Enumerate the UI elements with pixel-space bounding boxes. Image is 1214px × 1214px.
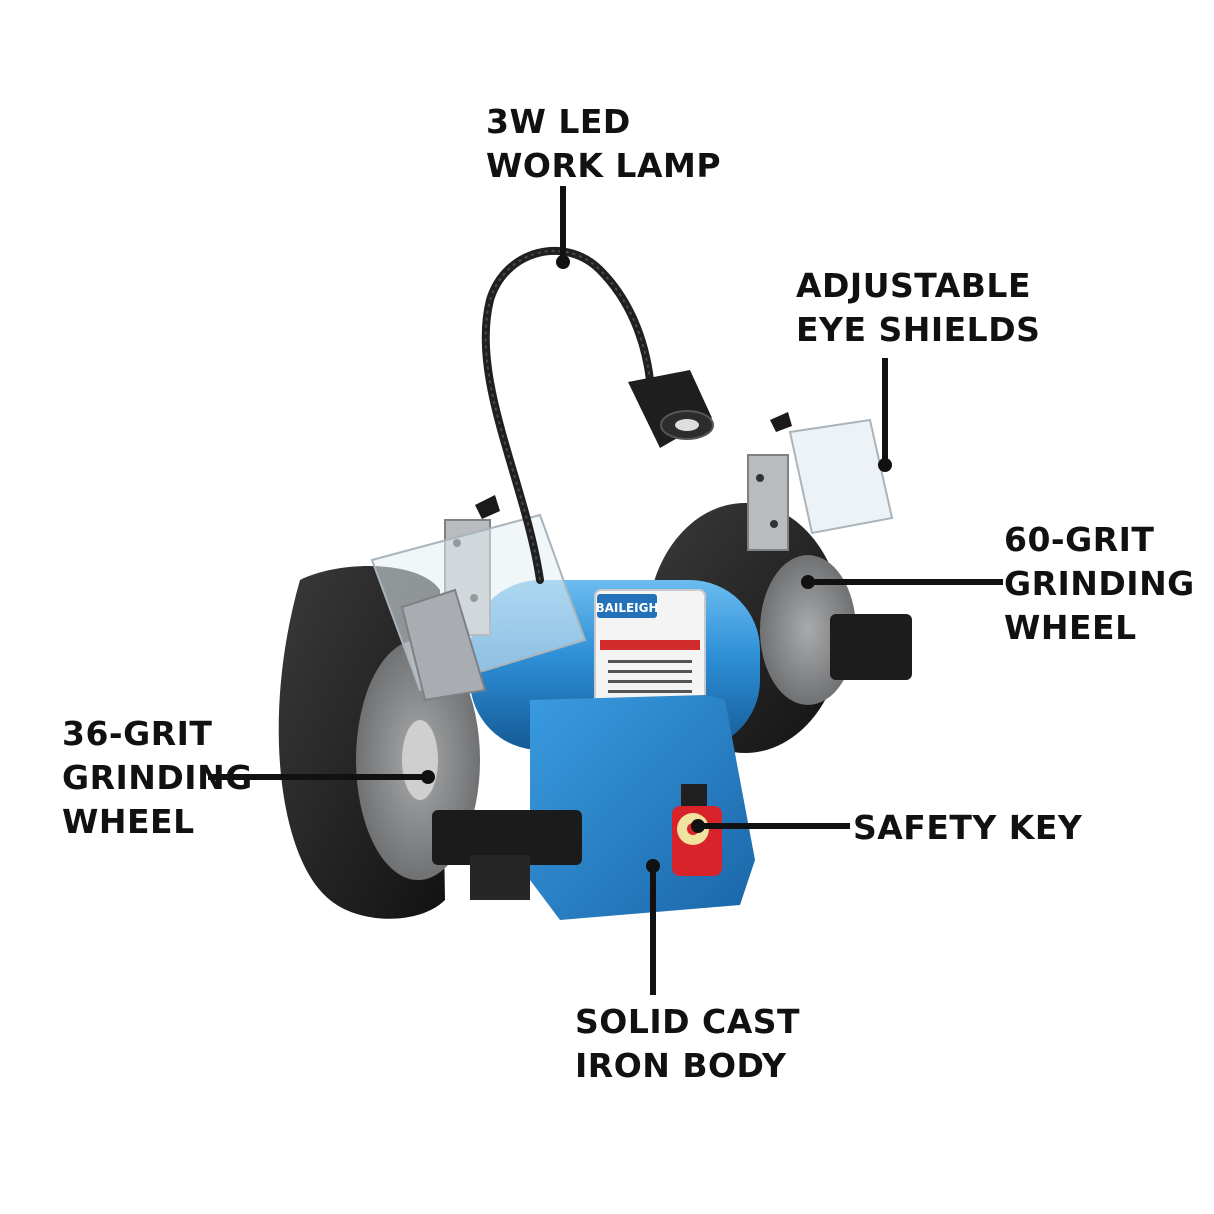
callout-60-grit-line1: 60-GRIT (1004, 520, 1155, 559)
callout-work-lamp-line1: 3W LED (486, 102, 631, 141)
callout-36-grit-wheel: 36-GRIT GRINDING WHEEL (62, 712, 253, 844)
callout-60-grit-line2: GRINDING (1004, 564, 1195, 603)
callout-60-grit-wheel: 60-GRIT GRINDING WHEEL (1004, 518, 1195, 650)
callout-work-lamp: 3W LED WORK LAMP (486, 100, 721, 188)
callout-eye-shields-line2: EYE SHIELDS (796, 310, 1041, 349)
brand-plate (597, 594, 657, 618)
right-eye-shield (747, 412, 894, 551)
callout-cast-iron-body: SOLID CAST IRON BODY (575, 1000, 800, 1088)
left-eye-shield (370, 495, 587, 702)
left-tool-rest (432, 810, 582, 865)
brand-plate-text: BAILEIGH (595, 601, 658, 615)
callout-body-line2: IRON BODY (575, 1046, 787, 1085)
cast-iron-base (530, 695, 755, 920)
callout-60-grit-line3: WHEEL (1004, 608, 1137, 647)
callout-eye-shields-line1: ADJUSTABLE (796, 266, 1031, 305)
callout-body-line1: SOLID CAST (575, 1002, 801, 1041)
callout-36-grit-line1: 36-GRIT (62, 714, 213, 753)
callout-dots (421, 255, 892, 873)
right-tool-rest (830, 614, 912, 680)
left-wheel-guard (278, 566, 582, 919)
led-work-lamp (481, 246, 714, 584)
callout-safety-key-line1: SAFETY KEY (853, 808, 1083, 847)
callout-36-grit-line3: WHEEL (62, 802, 195, 841)
callout-eye-shields: ADJUSTABLE EYE SHIELDS (796, 264, 1040, 352)
callout-36-grit-line2: GRINDING (62, 758, 253, 797)
callout-work-lamp-line2: WORK LAMP (486, 146, 722, 185)
callout-leaders (208, 186, 1003, 995)
callout-safety-key: SAFETY KEY (853, 806, 1082, 850)
